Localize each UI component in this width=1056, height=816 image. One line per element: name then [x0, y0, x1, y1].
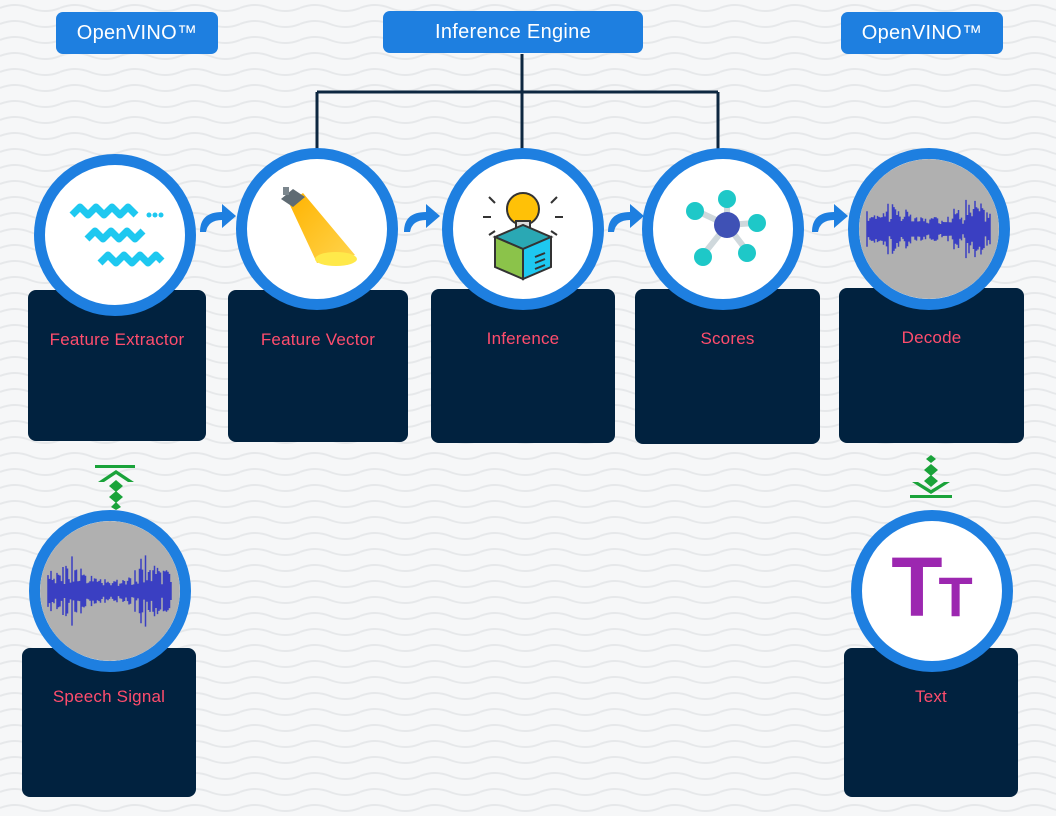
text-label: Text	[915, 687, 947, 706]
feature-extractor-label: Feature Extractor	[49, 330, 185, 349]
inference-card: Inference	[431, 289, 615, 443]
waveform-trace	[866, 199, 991, 259]
decode-card: Decode	[839, 288, 1024, 443]
inference-label: Inference	[486, 329, 560, 348]
network-nodes-icon	[686, 190, 766, 266]
inference-engine-label: Inference Engine	[434, 20, 592, 43]
decode-label: Decode	[901, 328, 962, 347]
decode-ring	[848, 148, 1010, 310]
text-type-icon-big-letter: T	[891, 540, 943, 634]
inference-engine-badge: Inference Engine	[383, 11, 643, 53]
waveform-icon	[859, 159, 999, 299]
speech-signal-label: Speech Signal	[52, 687, 166, 706]
inference-ring	[442, 148, 604, 310]
scores-ring	[642, 148, 804, 310]
spotlight-icon	[281, 187, 357, 266]
waves-icon	[69, 203, 165, 267]
text-card: Text	[844, 648, 1018, 797]
waveform-trace	[47, 555, 172, 627]
feature-vector-ring	[236, 148, 398, 310]
lightbulb-box-icon	[483, 192, 563, 281]
speech-signal-card: Speech Signal	[22, 648, 196, 797]
feature-vector-label: Feature Vector	[260, 330, 376, 349]
feature-vector-card: Feature Vector	[228, 290, 408, 442]
openvino-badge-right: OpenVINO™	[841, 12, 1003, 54]
text-type-icon: TT	[862, 539, 1002, 636]
openvino-badge-right-label: OpenVINO™	[861, 21, 983, 44]
waveform-icon	[40, 521, 180, 661]
openvino-badge-left-label: OpenVINO™	[76, 21, 198, 44]
scores-card: Scores	[635, 289, 820, 444]
scores-label: Scores	[700, 329, 755, 348]
openvino-badge-left: OpenVINO™	[56, 12, 218, 54]
speech-signal-ring	[29, 510, 191, 672]
text-type-icon-small-letter: T	[938, 565, 973, 628]
feature-extractor-ring	[34, 154, 196, 316]
text-ring: TT	[851, 510, 1013, 672]
